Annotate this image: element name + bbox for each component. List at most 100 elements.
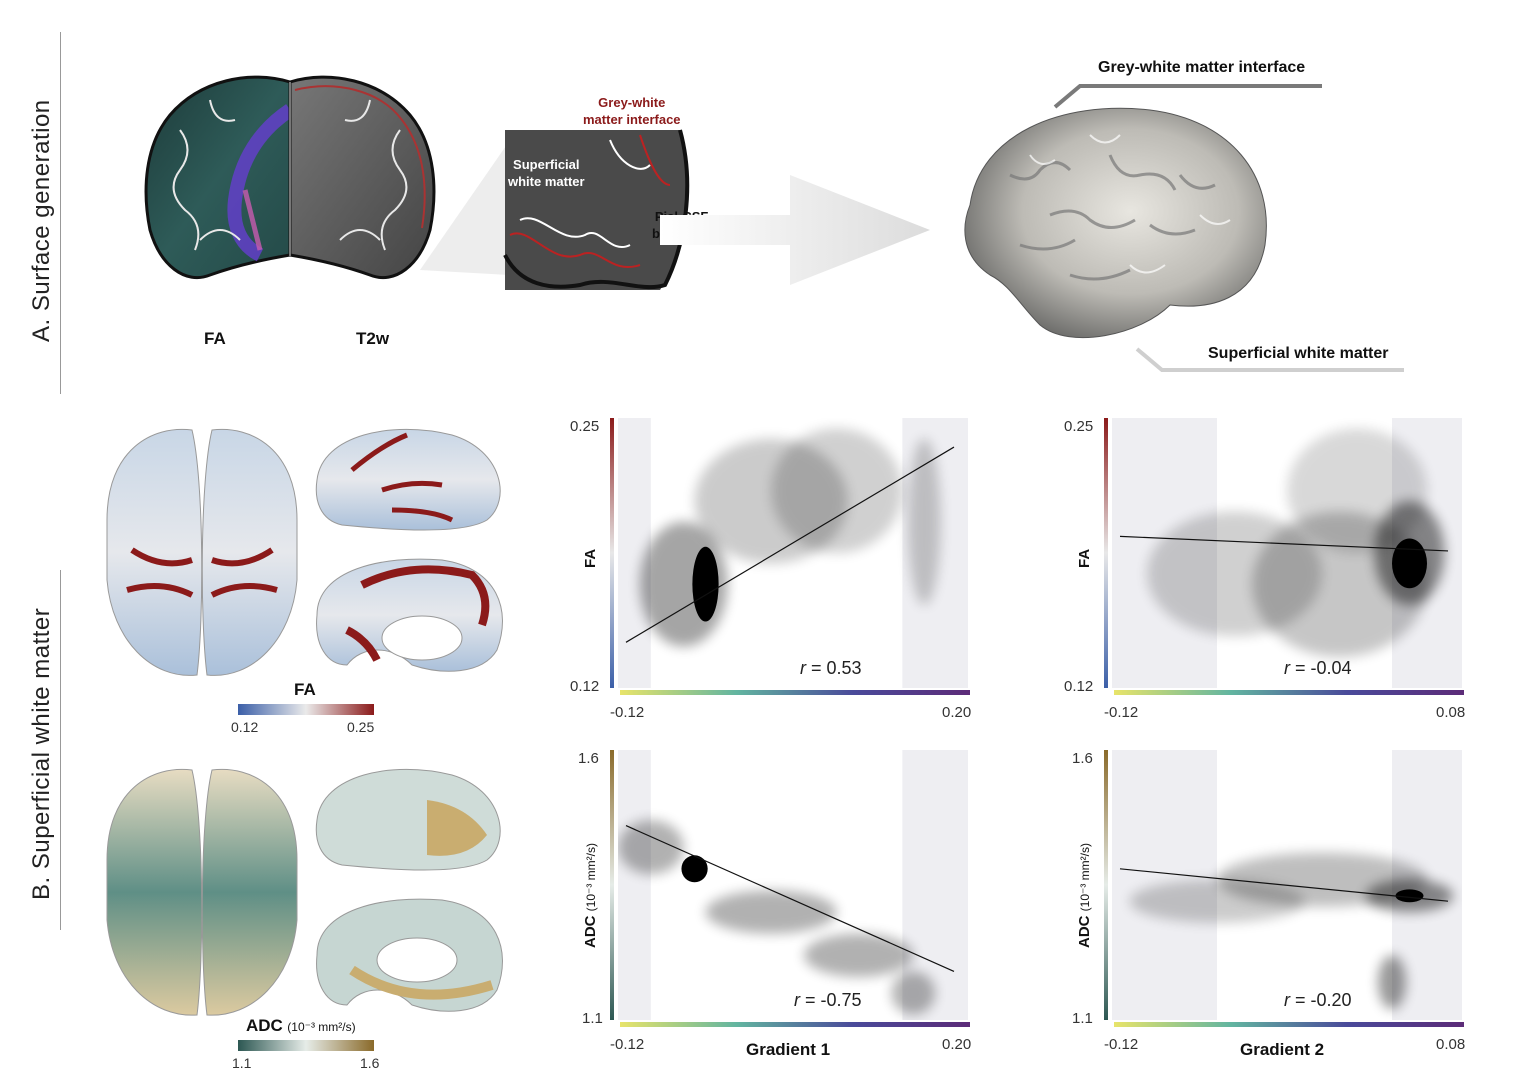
adc-colorbar-max: 1.6: [360, 1055, 380, 1071]
t2w-slice: [288, 75, 436, 280]
x-tick-min: -0.12: [610, 1036, 645, 1053]
y-axis-unit: (10⁻³ mm²/s): [584, 843, 598, 912]
y-colorbar: [1104, 418, 1108, 688]
x-tick-min: -0.12: [1104, 704, 1139, 721]
density-cluster: [1365, 879, 1454, 912]
inset-zoom: [503, 129, 690, 290]
excluded-range-band: [618, 750, 651, 1020]
coronal-slices-figure: [144, 75, 436, 280]
r-value-text: = -0.20: [1295, 990, 1352, 1010]
x-colorbar: [620, 1022, 970, 1027]
fa-surface-maps: [106, 428, 503, 676]
fa-slice: [144, 75, 292, 280]
inset-gw-line1: Grey-white: [598, 95, 666, 110]
panel-a-divider: [60, 32, 61, 394]
adc-colorbar-title: ADC (10⁻³ mm²/s): [246, 1016, 356, 1036]
x-tick-max: 0.20: [942, 1036, 972, 1053]
x-axis-label: Gradient 2: [1240, 1040, 1325, 1059]
t2w-slice-label: T2w: [356, 329, 390, 348]
r-value: r = -0.75: [794, 990, 862, 1011]
y-tick-max: 0.25: [570, 418, 600, 435]
r-value-text: = 0.53: [811, 658, 862, 678]
r-symbol: r: [1284, 658, 1290, 678]
y-axis-label-text: FA: [582, 548, 599, 568]
panel-a-title: A. Surface generation: [28, 99, 55, 342]
density-cluster: [1378, 955, 1406, 1010]
zoom-cone: [420, 140, 510, 275]
x-tick-max: 0.08: [1436, 1036, 1466, 1053]
y-tick-max: 0.25: [1064, 418, 1094, 435]
inset-swm-line1: Superficial: [513, 157, 580, 172]
density-plot-area: [1112, 418, 1462, 688]
fa-colorbar: [238, 704, 374, 715]
regression-line: [625, 825, 955, 972]
y-tick-max: 1.6: [578, 750, 599, 767]
y-axis-label-text: FA: [1076, 548, 1093, 568]
mesh-brain-figure: [964, 107, 1267, 339]
scatter-plot-fa-g2: 0.25 0.12 FA -0.12 0.08 r = -0.04: [1054, 410, 1474, 730]
x-colorbar: [1114, 690, 1464, 695]
y-axis-label: FA: [582, 549, 599, 568]
mesh-gw-label: Grey-white matter interface: [1098, 59, 1306, 76]
r-value: r = -0.04: [1284, 658, 1352, 679]
panel-b-title: B. Superficial white matter: [28, 607, 55, 900]
y-tick-max: 1.6: [1072, 750, 1093, 767]
mesh-gw-leader: [1053, 84, 1322, 109]
density-cluster: [1287, 428, 1427, 553]
y-colorbar: [610, 750, 614, 1020]
y-axis-label: FA: [1076, 549, 1093, 568]
y-colorbar: [610, 418, 614, 688]
y-axis-label: ADC (10⁻³ mm²/s): [1076, 843, 1093, 948]
arrow-icon: [660, 175, 930, 285]
y-tick-min: 0.12: [570, 678, 600, 695]
adc-colorbar-label: ADC: [246, 1016, 283, 1035]
x-axis-label: Gradient 1: [746, 1040, 831, 1059]
r-value-text: = -0.04: [1295, 658, 1352, 678]
panel-b-divider: [60, 570, 61, 930]
scatter-plot-adc-g1: 1.6 1.1 ADC (10⁻³ mm²/s) -0.12 0.20 Grad…: [560, 742, 980, 1072]
x-colorbar: [620, 690, 970, 695]
inset-gw-line2: matter interface: [583, 112, 681, 127]
y-tick-min: 0.12: [1064, 678, 1094, 695]
density-cluster: [705, 890, 837, 934]
inset-gw-label: Grey-white matter interface: [583, 94, 681, 128]
density-cluster: [803, 933, 914, 977]
r-value: r = 0.53: [800, 658, 862, 679]
y-axis-unit: (10⁻³ mm²/s): [1078, 843, 1092, 912]
density-cluster: [681, 855, 708, 883]
mesh-swm-label: Superficial white matter: [1208, 345, 1389, 362]
density-cluster: [692, 546, 719, 622]
y-axis-label: ADC (10⁻³ mm²/s): [582, 843, 599, 948]
scatter-plot-adc-g2: 1.6 1.1 ADC (10⁻³ mm²/s) -0.12 0.08 Grad…: [1054, 742, 1474, 1072]
adc-colorbar-min: 1.1: [232, 1055, 252, 1071]
adc-surface-maps: [106, 768, 503, 1016]
mesh-swm-leader: [1135, 347, 1404, 372]
fa-colorbar-max: 0.25: [347, 719, 375, 735]
scatter-plot-fa-g1: 0.25 0.12 FA -0.12 0.20 r = 0.53: [560, 410, 980, 730]
y-axis-label-text: ADC: [582, 915, 599, 949]
density-cluster: [618, 820, 684, 875]
y-tick-min: 1.1: [1072, 1010, 1093, 1027]
excluded-range-band: [618, 418, 651, 688]
y-colorbar: [1104, 750, 1108, 1020]
regression-line: [1119, 535, 1449, 552]
x-colorbar: [1114, 1022, 1464, 1027]
adc-colorbar-unit: (10⁻³ mm²/s): [287, 1020, 356, 1034]
r-symbol: r: [794, 990, 800, 1010]
inset-swm-label: Superficial white matter: [508, 156, 585, 190]
fa-slice-label: FA: [204, 329, 226, 348]
fa-colorbar-title: FA: [294, 680, 316, 699]
fa-colorbar-min: 0.12: [231, 719, 259, 735]
x-tick-min: -0.12: [610, 704, 645, 721]
density-cluster: [771, 428, 903, 553]
x-tick-min: -0.12: [1104, 1036, 1139, 1053]
x-tick-max: 0.08: [1436, 704, 1466, 721]
density-plot-area: [618, 418, 968, 688]
inset-swm-line2: white matter: [508, 174, 585, 189]
r-symbol: r: [800, 658, 806, 678]
y-axis-label-text: ADC: [1076, 915, 1093, 949]
density-cluster: [891, 971, 936, 1015]
density-cluster: [907, 438, 941, 605]
density-plot-area: [1112, 750, 1462, 1020]
r-value: r = -0.20: [1284, 990, 1352, 1011]
